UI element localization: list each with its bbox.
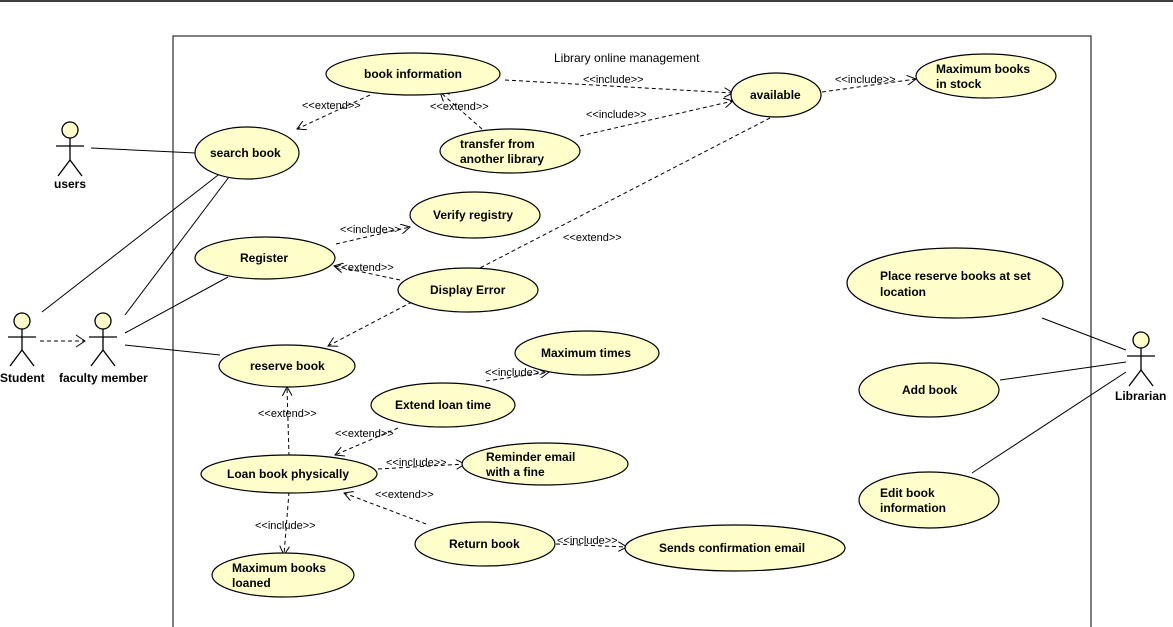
dep-extendloan-loan — [335, 427, 399, 455]
dep-register-verify — [335, 227, 410, 245]
svg-text:loaned: loaned — [232, 576, 271, 590]
assoc-faculty-register — [124, 276, 229, 334]
actor-users-label: users — [54, 177, 86, 191]
usecase-edit-book-information[interactable]: Edit book information — [858, 471, 1000, 529]
dep-available-displayerror — [477, 117, 771, 270]
usecase-extend-loan-time[interactable]: Extend loan time — [370, 382, 516, 428]
label-include-loan-maxloaned: <<include>> — [255, 520, 316, 532]
assoc-librarian-edit — [971, 371, 1127, 474]
dep-error-register — [334, 266, 401, 281]
label-extend-bookinfo-search: <<extend>> — [302, 100, 361, 112]
label-extend-available-displayerror: <<extend>> — [563, 232, 622, 244]
svg-text:Maximum books: Maximum books — [232, 561, 326, 575]
svg-text:Edit book: Edit book — [880, 486, 935, 500]
svg-text:with a fine: with a fine — [485, 465, 545, 479]
usecase-verify-registry[interactable]: Verify registry — [409, 191, 541, 239]
usecase-maximum-times[interactable]: Maximum times — [514, 330, 660, 376]
system-boundary — [172, 35, 1092, 627]
dep-transfer-bookinfo — [440, 92, 483, 130]
usecase-book-information[interactable]: book information — [325, 52, 501, 96]
dep-error-reserve — [328, 301, 413, 346]
label-extend-extendloan-loan: <<extend>> — [335, 428, 394, 440]
usecase-sends-confirmation-email[interactable]: Sends confirmation email — [624, 524, 846, 572]
assoc-librarian-place — [1041, 317, 1127, 351]
svg-text:location: location — [880, 285, 926, 299]
actor-librarian[interactable]: Librarian — [1115, 331, 1166, 403]
assoc-faculty-search — [124, 172, 233, 316]
label-include-available-maxstock: <<include>> — [835, 74, 896, 86]
usecase-maximum-books-loaned[interactable]: Maximum books loaned — [211, 552, 355, 598]
svg-text:Loan book physically: Loan book physically — [227, 467, 349, 481]
usecase-register[interactable]: Register — [194, 236, 336, 280]
usecase-return-book[interactable]: Return book — [414, 521, 556, 567]
dep-loan-maxloaned — [284, 491, 289, 555]
label-include-extendloan-maxtimes: <<include>> — [485, 367, 546, 379]
label-extend-return-loan: <<extend>> — [375, 489, 434, 501]
svg-text:Add book: Add book — [902, 383, 958, 397]
svg-text:another library: another library — [460, 152, 544, 166]
usecase-loan-book-physically[interactable]: Loan book physically — [200, 454, 378, 494]
dep-extendloan-maxtimes — [485, 372, 549, 382]
svg-text:Return book: Return book — [449, 537, 520, 551]
usecase-reminder-email[interactable]: Reminder email with a fine — [461, 442, 629, 486]
actor-users[interactable]: users — [54, 121, 86, 191]
usecase-place-reserve-books[interactable]: Place reserve books at set location — [846, 247, 1064, 319]
svg-text:Maximum times: Maximum times — [541, 346, 631, 360]
label-include-return-sendsconfirm: <<include>> — [557, 535, 618, 547]
dep-available-maxstock — [821, 79, 916, 93]
label-extend-transfer-bookinfo: <<extend>> — [430, 101, 489, 113]
svg-text:Extend loan time: Extend loan time — [395, 398, 491, 412]
system-title: Library online management — [554, 51, 700, 65]
assoc-student-search — [41, 171, 223, 313]
dep-loan-reserve — [287, 387, 289, 457]
usecase-reserve-book[interactable]: reserve book — [218, 344, 356, 388]
actor-faculty-member[interactable]: faculty member — [59, 312, 148, 385]
usecase-maximum-books-in-stock[interactable]: Maximum books in stock — [915, 53, 1057, 99]
svg-text:book information: book information — [364, 67, 462, 81]
svg-text:Reminder email: Reminder email — [486, 450, 575, 464]
svg-text:Sends confirmation email: Sends confirmation email — [659, 541, 805, 555]
student-to-faculty-arrowhead — [75, 334, 86, 348]
label-include-register-verify: <<include>> — [340, 224, 401, 236]
assoc-faculty-reserve — [124, 344, 221, 356]
svg-text:information: information — [880, 501, 946, 515]
assoc-users-search — [90, 147, 197, 154]
dep-return-loan — [344, 493, 427, 525]
dep-bookinfo-available — [504, 79, 733, 93]
svg-text:Verify registry: Verify registry — [433, 208, 513, 222]
dep-return-sendsconfirm — [555, 544, 627, 547]
dep-loan-reminder — [377, 464, 465, 469]
label-include-bookinfo-available: <<include>> — [583, 74, 644, 86]
svg-text:reserve book: reserve book — [250, 359, 325, 373]
actor-student-label: Student — [0, 371, 45, 385]
usecase-search-book[interactable]: search book — [194, 126, 300, 180]
label-extend-loan-reserve: <<extend>> — [258, 408, 317, 420]
usecase-transfer-from-another-library[interactable]: transfer from another library — [439, 128, 581, 174]
svg-text:Display Error: Display Error — [430, 283, 506, 297]
svg-text:search book: search book — [210, 146, 281, 160]
svg-text:transfer from: transfer from — [460, 137, 535, 151]
assoc-librarian-add — [999, 361, 1127, 381]
usecase-display-error[interactable]: Display Error — [397, 267, 539, 313]
svg-text:available: available — [750, 88, 801, 102]
label-extend-error-register: <<extend>> — [335, 262, 394, 274]
actor-librarian-label: Librarian — [1115, 389, 1166, 403]
svg-text:Maximum books: Maximum books — [936, 62, 1030, 76]
svg-text:Place reserve books at set: Place reserve books at set — [880, 269, 1031, 283]
svg-text:in stock: in stock — [936, 77, 982, 91]
actor-faculty-label: faculty member — [59, 371, 148, 385]
svg-text:Register: Register — [240, 251, 288, 265]
label-include-transfer-available: <<include>> — [586, 109, 647, 121]
usecase-available[interactable]: available — [730, 72, 822, 118]
label-include-loan-reminder: <<include>> — [386, 457, 447, 469]
actor-student[interactable]: Student — [0, 312, 45, 385]
dep-transfer-available — [579, 101, 733, 137]
usecase-add-book[interactable]: Add book — [858, 362, 1000, 418]
